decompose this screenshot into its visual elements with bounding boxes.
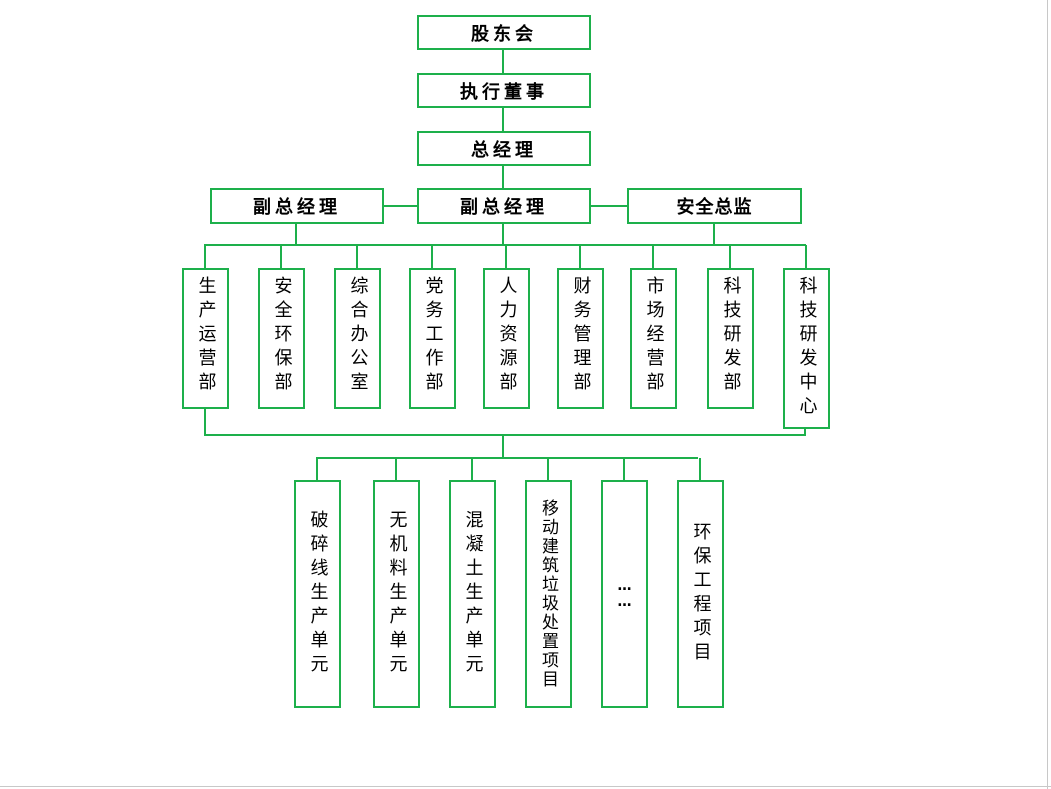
connector-line [713,224,715,245]
frame-border-bottom [0,786,1051,787]
department-box: 党务工作部 [409,268,456,409]
connector-line [547,458,549,480]
box-safety-director: 安全总监 [627,188,802,224]
department-label: 人力资源部 [496,276,518,396]
box-label: 执行董事 [460,81,548,103]
connector-line [623,458,625,480]
department-label: 安全环保部 [271,276,293,396]
connector-line [384,205,417,207]
box-deputy-gm-left: 副总经理 [210,188,384,224]
department-box: 人力资源部 [483,268,530,409]
box-label: 副总经理 [460,197,548,218]
department-label: 财务管理部 [570,276,592,396]
department-label: 综合办公室 [347,276,369,396]
connector-line [804,429,806,436]
box-label: 股东会 [471,23,537,45]
connector-line [395,458,397,480]
box-label: 总经理 [471,139,537,161]
connector-line [356,245,358,268]
box-label: 副总经理 [253,197,341,218]
unit-box: 破碎线生产单元 [294,480,341,708]
connector-line [502,50,504,73]
connector-line [579,245,581,268]
department-box: 综合办公室 [334,268,381,409]
department-label: 市场经营部 [643,276,665,396]
department-label: 科技研发中心 [796,276,818,420]
unit-label: 环保工程项目 [690,522,712,666]
department-label: 生产运营部 [195,276,217,396]
connector-line [805,245,807,268]
unit-label: 移动建筑垃圾处置项目 [538,499,558,689]
ellipsis-box: …… [601,480,648,708]
box-general-manager: 总经理 [417,131,591,166]
frame-border-right [1047,0,1048,789]
department-box: 生产运营部 [182,268,229,409]
department-box: 安全环保部 [258,268,305,409]
department-box: 科技研发中心 [783,268,830,429]
unit-label: 破碎线生产单元 [307,510,329,678]
unit-box: 无机料生产单元 [373,480,420,708]
department-label: 党务工作部 [422,276,444,396]
connector-line [204,409,206,436]
connector-line [502,108,504,131]
unit-box: 移动建筑垃圾处置项目 [525,480,572,708]
connector-line [431,245,433,268]
box-executive-director: 执行董事 [417,73,591,108]
connector-line [295,224,297,245]
box-shareholders: 股东会 [417,15,591,50]
connector-line [471,458,473,480]
unit-box: 混凝土生产单元 [449,480,496,708]
department-box: 市场经营部 [630,268,677,409]
connector-line [502,166,504,188]
department-box: 科技研发部 [707,268,754,409]
department-label: 科技研发部 [720,276,742,396]
box-deputy-gm-center: 副总经理 [417,188,591,224]
connector-line [502,224,504,245]
unit-box: 环保工程项目 [677,480,724,708]
box-label: 安全总监 [676,197,753,218]
connector-line [652,245,654,268]
department-box: 财务管理部 [557,268,604,409]
unit-label: 混凝土生产单元 [462,510,484,678]
connector-line [280,245,282,268]
connector-line [729,245,731,268]
connector-line [204,244,806,246]
connector-line [505,245,507,268]
unit-label: …… [616,578,633,610]
connector-line [316,458,318,480]
connector-line [502,435,504,458]
connector-line [316,457,698,459]
unit-label: 无机料生产单元 [386,510,408,678]
connector-line [204,245,206,268]
connector-line [204,434,806,436]
connector-line [699,458,701,480]
connector-line [591,205,627,207]
